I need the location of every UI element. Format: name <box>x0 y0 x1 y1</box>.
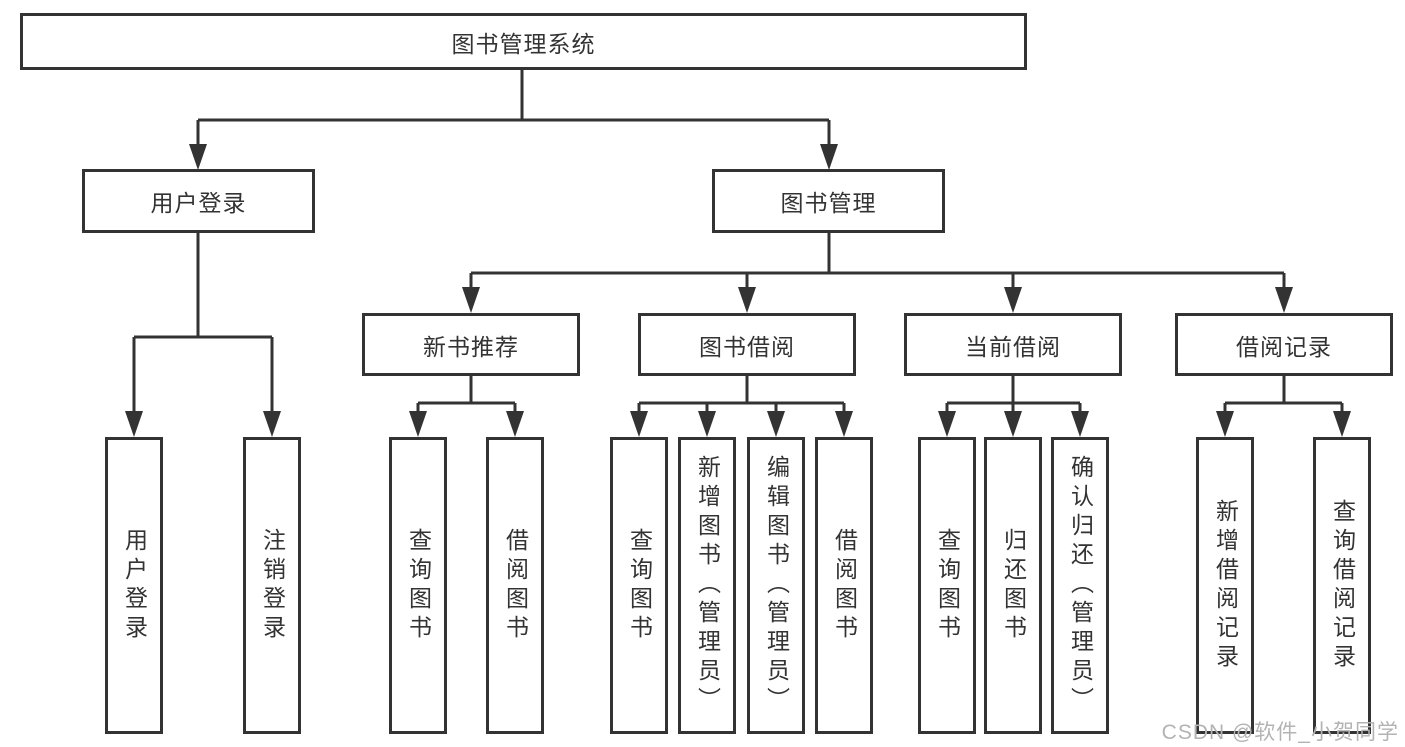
leaf-current-query-book: 查询图书 <box>918 437 976 734</box>
watermark-text: CSDN @软件_小贺同学 <box>1161 721 1399 744</box>
node-user-login: 用户登录 <box>82 169 315 233</box>
leaf-records-query-record: 查询借阅记录 <box>1313 437 1371 734</box>
arrow-down-icon <box>1333 411 1351 437</box>
arrow-down-icon <box>1275 287 1293 313</box>
arrow-down-icon <box>263 411 281 437</box>
arrow-down-icon <box>506 411 524 437</box>
leaf-borrow-add-book-admin: 新增图书（管理员） <box>678 437 736 734</box>
arrow-down-icon <box>1216 411 1234 437</box>
arrow-down-icon <box>767 411 785 437</box>
arrow-down-icon <box>1004 411 1022 437</box>
leaf-newbook-query-book: 查询图书 <box>389 437 447 734</box>
arrow-down-icon <box>409 411 427 437</box>
arrow-down-icon <box>698 411 716 437</box>
node-book-management: 图书管理 <box>712 169 945 233</box>
arrow-down-icon <box>189 144 207 170</box>
arrow-down-icon <box>462 287 480 313</box>
leaf-borrow-query-book: 查询图书 <box>610 437 668 734</box>
node-new-book-recommendation: 新书推荐 <box>362 313 580 376</box>
arrow-down-icon <box>630 411 648 437</box>
arrow-down-icon <box>1004 287 1022 313</box>
leaf-records-add-record: 新增借阅记录 <box>1196 437 1254 734</box>
node-library-system: 图书管理系统 <box>20 13 1027 70</box>
leaf-user-login: 用户登录 <box>105 437 163 734</box>
connector-lines <box>132 68 1344 433</box>
arrow-down-icon <box>938 411 956 437</box>
node-current-borrowing: 当前借阅 <box>904 313 1122 376</box>
leaf-borrow-borrow-book: 借阅图书 <box>815 437 873 734</box>
leaf-current-confirm-return-admin: 确认归还（管理员） <box>1051 437 1109 734</box>
leaf-logout: 注销登录 <box>243 437 301 734</box>
leaf-current-return-book: 归还图书 <box>984 437 1042 734</box>
node-borrowing-records: 借阅记录 <box>1175 313 1393 376</box>
arrow-down-icon <box>820 144 838 170</box>
node-book-borrowing: 图书借阅 <box>638 313 856 376</box>
leaf-borrow-edit-book-admin: 编辑图书（管理员） <box>747 437 805 734</box>
arrow-down-icon <box>1071 411 1089 437</box>
arrow-down-icon <box>738 287 756 313</box>
arrow-down-icon <box>125 411 143 437</box>
leaf-newbook-borrow-book: 借阅图书 <box>486 437 544 734</box>
arrow-down-icon <box>835 411 853 437</box>
